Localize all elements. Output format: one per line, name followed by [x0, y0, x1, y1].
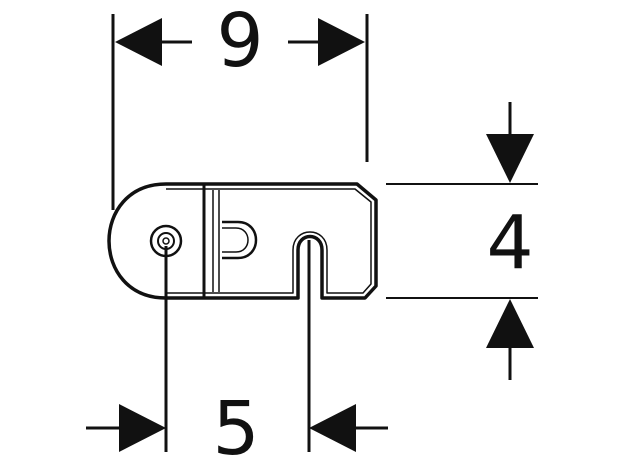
height-arrow-bottom: [486, 299, 534, 348]
spacing-dimension: 5: [86, 386, 388, 460]
mounting-hole-center: [162, 237, 170, 245]
width-arrow-left: [115, 18, 162, 66]
spacing-extension-lines: [164, 240, 311, 452]
width-dimension: 9: [111, 0, 369, 210]
height-dimension: 4: [386, 102, 538, 380]
height-label: 4: [486, 200, 533, 286]
spacing-arrow-right: [309, 404, 356, 452]
width-label: 9: [216, 0, 263, 84]
bracket-inner-edge: [166, 188, 372, 294]
bracket-part: [107, 182, 378, 300]
height-arrow-top: [486, 134, 534, 183]
spacing-label: 5: [212, 386, 259, 460]
latch-oval-inner: [222, 227, 249, 253]
spacing-arrow-left: [119, 404, 166, 452]
width-arrow-right: [318, 18, 365, 66]
latch-oval: [222, 220, 258, 260]
bracket-outline: [107, 182, 378, 300]
